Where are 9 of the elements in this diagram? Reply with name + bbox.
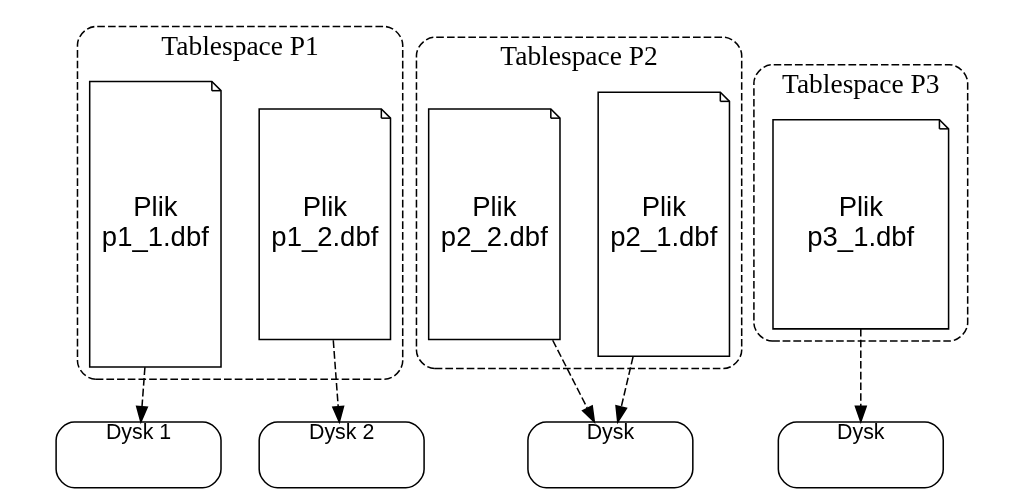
arrow (135, 366, 148, 425)
arrow (331, 339, 345, 425)
node-box: Dysk (777, 421, 944, 489)
node-box: Dysk (526, 421, 694, 489)
node-box: Dysk 1 (54, 421, 222, 489)
node-box: Dysk 2 (257, 421, 425, 489)
arrow (853, 328, 867, 424)
arrow (551, 339, 595, 424)
arrow (614, 356, 634, 425)
